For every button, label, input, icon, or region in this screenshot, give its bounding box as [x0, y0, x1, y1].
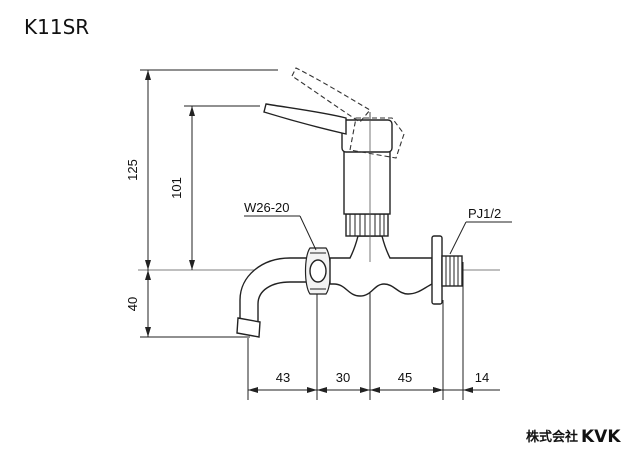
model-title: K11SR [24, 15, 89, 39]
dimension-101-label: 101 [169, 177, 184, 199]
inlet-thread-label: PJ1/2 [468, 206, 501, 221]
dimension-43-label: 43 [276, 370, 290, 385]
dimension-45 [370, 387, 443, 393]
dimension-14-label: 14 [475, 370, 489, 385]
handle-hub-raised [349, 117, 405, 159]
lever-handle [263, 103, 347, 135]
outlet-nut-hole [309, 259, 327, 283]
brand-logo: KVK [581, 427, 621, 447]
lever-handle-raised [291, 67, 371, 123]
inlet-nipple [441, 255, 463, 287]
dimension-125 [145, 70, 151, 270]
dimension-30 [317, 387, 370, 393]
dimension-40 [145, 270, 151, 337]
dimension-30-label: 30 [336, 370, 350, 385]
dimension-14 [433, 387, 500, 393]
dimension-125-label: 125 [125, 159, 140, 181]
inlet-thread-lines [445, 256, 459, 286]
spout-tip [236, 317, 261, 338]
dimension-45-label: 45 [398, 370, 412, 385]
valve-housing [343, 149, 391, 215]
dimension-101 [189, 106, 195, 270]
outlet-thread-callout [244, 215, 317, 251]
inlet-thread-callout [449, 221, 512, 255]
handle-hub [341, 119, 393, 153]
inlet-flange [431, 235, 443, 305]
brand-japanese: 株式会社 [526, 429, 578, 445]
faucet-body [329, 235, 433, 297]
outlet-thread-label: W26-20 [244, 200, 290, 215]
dimension-40-label: 40 [125, 297, 140, 311]
dimension-43 [248, 387, 317, 393]
valve-collar [345, 213, 389, 237]
